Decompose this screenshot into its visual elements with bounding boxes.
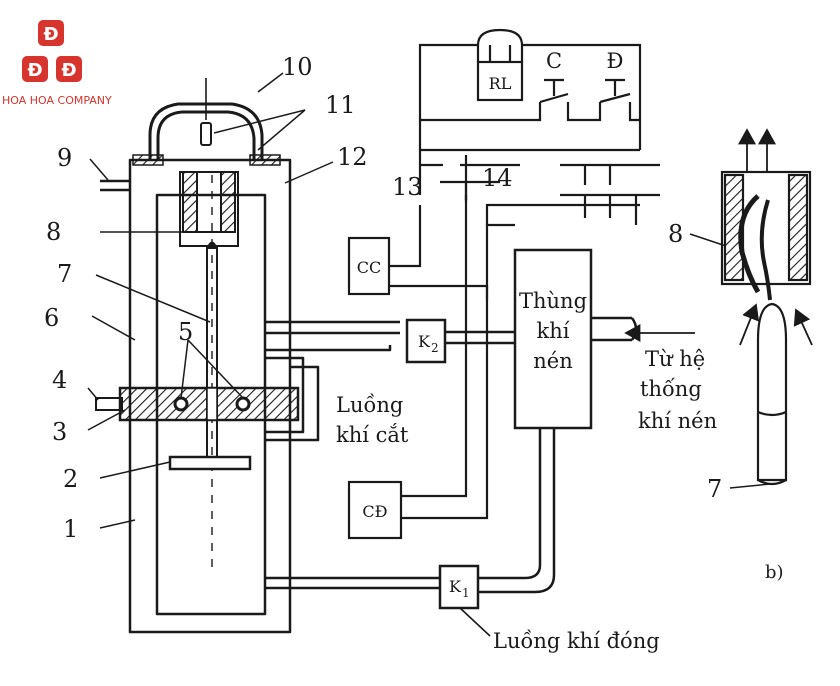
k1-valve	[438, 564, 480, 610]
logo-company-name: HOA HOA COMPANY	[2, 94, 112, 107]
part-number-3: 3	[52, 418, 67, 446]
contact-rod	[206, 175, 218, 575]
seal-right	[249, 154, 281, 166]
logo-glyph: Đ	[61, 60, 76, 81]
logo-glyph: Đ	[43, 24, 58, 45]
part-number-1: 1	[63, 515, 78, 543]
air-tank	[478, 248, 695, 594]
k1-leader	[459, 607, 491, 637]
seal-left	[132, 154, 164, 166]
control-circuit	[347, 43, 660, 540]
company-logo: Đ Đ Đ HOA HOA COMPANY	[2, 20, 112, 107]
logo-mark: Đ Đ Đ	[22, 20, 82, 82]
source-label-line2: thống	[640, 377, 702, 401]
part-number-9: 9	[57, 144, 72, 172]
part-number-12: 12	[337, 143, 368, 171]
coil-cc-label: CC	[357, 258, 381, 277]
detail-label: b)	[765, 562, 784, 583]
detail-part-8: 8	[668, 220, 683, 248]
source-label-line3: khí nén	[638, 409, 717, 433]
part-number-11: 11	[325, 91, 356, 119]
tank-label-line1: Thùng	[519, 289, 587, 313]
cut-flow-label-line1: Luồng	[336, 393, 403, 417]
source-label-line1: Từ hệ	[645, 347, 705, 371]
k2-label: K	[418, 332, 431, 351]
coil-cd-label: CĐ	[362, 502, 387, 521]
k2-valve	[405, 318, 515, 364]
part-number-4: 4	[52, 366, 67, 394]
button-c-label: C	[546, 49, 562, 73]
part-number-2: 2	[63, 465, 78, 493]
k2-subscript: 2	[431, 341, 439, 355]
part-number-13: 13	[392, 173, 423, 201]
detail-view	[689, 128, 813, 489]
button-d-label: Đ	[607, 49, 624, 73]
relay-label: RL	[489, 74, 512, 93]
logo-glyph: Đ	[27, 60, 42, 81]
part-number-14: 14	[482, 164, 513, 192]
k1-label: K	[449, 577, 462, 596]
part-number-6: 6	[44, 304, 59, 332]
part-number-7: 7	[57, 260, 72, 288]
tank-label-line3: nén	[533, 349, 572, 373]
detail-part-7: 7	[707, 475, 722, 503]
part-number-5: 5	[178, 318, 193, 346]
flange	[95, 386, 300, 422]
part-number-10: 10	[282, 53, 313, 81]
part-number-8: 8	[46, 218, 61, 246]
tank-label-line2: khí	[537, 319, 570, 343]
close-flow-label: Luồng khí đóng	[493, 629, 660, 653]
leaders	[87, 72, 334, 529]
piston-plate	[168, 455, 252, 471]
nozzle	[179, 171, 239, 247]
cut-flow-label-line2: khí cắt	[336, 423, 409, 447]
dome-cap	[148, 78, 264, 160]
relay	[476, 28, 524, 102]
k1-subscript: 1	[462, 586, 470, 600]
